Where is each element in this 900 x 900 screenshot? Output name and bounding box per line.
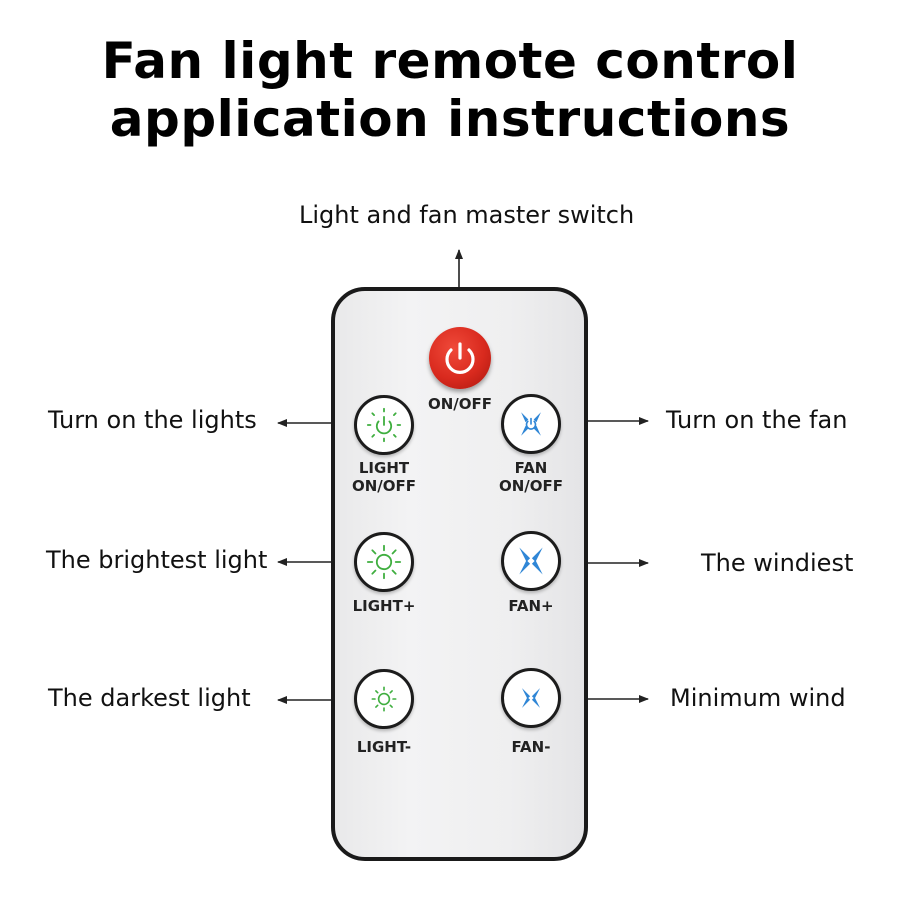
fan-icon <box>522 688 540 708</box>
fan-plus-button[interactable] <box>501 531 561 591</box>
fan-plus-label: FAN+ <box>508 597 554 615</box>
label-windiest: The windiest <box>701 549 854 577</box>
remote-control: ON/OFF LIGHT ON/OFF <box>331 287 588 861</box>
fan-onoff-button[interactable] <box>501 394 561 454</box>
fan-icon <box>521 412 541 436</box>
fan-icon <box>519 547 543 575</box>
fan-onoff-label: FAN ON/OFF <box>486 459 576 495</box>
light-onoff-button[interactable] <box>354 395 414 455</box>
light-minus-button[interactable] <box>354 669 414 729</box>
power-icon <box>445 342 475 374</box>
title-line-2: application instructions <box>109 90 791 148</box>
label-master-switch: Light and fan master switch <box>299 201 635 229</box>
light-plus-button[interactable] <box>354 532 414 592</box>
power-button-label: ON/OFF <box>427 395 493 413</box>
light-minus-label: LIGHT- <box>356 738 412 756</box>
page-title: Fan light remote control application ins… <box>0 32 900 148</box>
light-plus-label: LIGHT+ <box>352 597 416 615</box>
label-darkest-light: The darkest light <box>48 684 251 712</box>
sun-icon <box>366 544 402 580</box>
light-onoff-label: LIGHT ON/OFF <box>339 459 429 495</box>
sun-icon <box>366 407 402 443</box>
light-onoff-label-line2: ON/OFF <box>351 477 417 495</box>
fan-minus-label: FAN- <box>511 738 551 756</box>
fan-onoff-label-line1: FAN <box>514 459 548 477</box>
sun-icon <box>371 686 397 712</box>
label-turn-on-fan: Turn on the fan <box>666 406 848 434</box>
fan-minus-button[interactable] <box>501 668 561 728</box>
title-line-1: Fan light remote control <box>101 32 799 90</box>
label-turn-on-lights: Turn on the lights <box>48 406 257 434</box>
label-brightest-light: The brightest light <box>46 546 268 574</box>
label-minimum-wind: Minimum wind <box>670 684 846 712</box>
fan-onoff-label-line2: ON/OFF <box>498 477 564 495</box>
power-button[interactable] <box>429 327 491 389</box>
light-onoff-label-line1: LIGHT <box>358 459 410 477</box>
